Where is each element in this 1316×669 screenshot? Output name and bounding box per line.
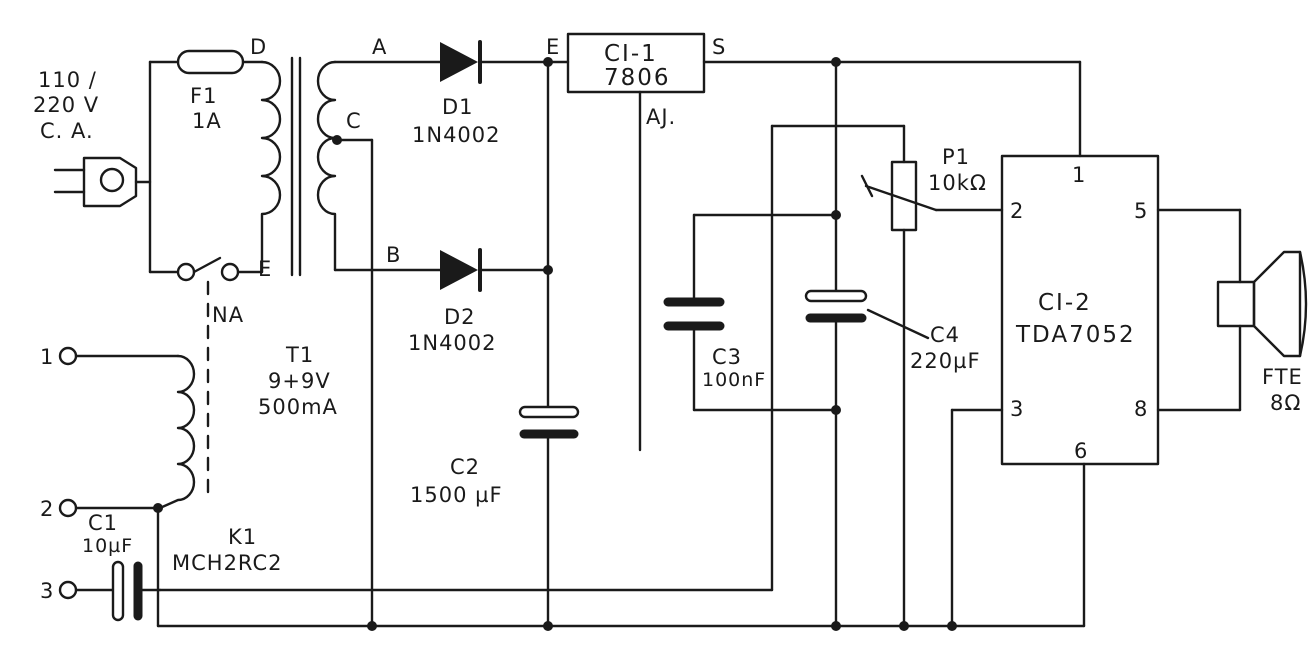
p1-ref-label: P1 [942, 145, 970, 169]
c1-positive-plate [111, 560, 125, 622]
diode-d2-symbol [440, 250, 478, 290]
diode-d1-symbol [440, 42, 478, 82]
junction-c3-top [831, 210, 841, 220]
junction-d2 [543, 265, 553, 275]
terminal-3-label: 3 [40, 579, 54, 603]
c1-ref-label: C1 [88, 511, 118, 535]
switch-contact-right [220, 262, 240, 282]
node-d-label: D [250, 35, 267, 59]
speaker-value-label: 8Ω [1270, 391, 1301, 415]
fuse-symbol [176, 49, 245, 75]
c2-value-label: 1500 µF [410, 483, 503, 507]
speaker-icon [1216, 250, 1308, 358]
junction-gnd-4 [899, 621, 909, 631]
transformer-current-label: 500mA [258, 395, 338, 419]
ci2-pin6-label: 6 [1074, 439, 1088, 463]
node-c-label: C [346, 109, 362, 133]
relay-k1-coil [158, 354, 196, 510]
transformer-ref-label: T1 [285, 343, 314, 367]
d2-ref-label: D2 [444, 305, 476, 329]
input-terminal-3 [58, 580, 78, 600]
node-e-left-label: E [258, 257, 272, 281]
junction-gnd-2 [543, 621, 553, 631]
mains-plug [53, 156, 152, 208]
potentiometer-p1-arrow-tick [860, 174, 874, 198]
ci2-part-label: TDA7052 [1015, 322, 1136, 348]
d1-ref-label: D1 [442, 95, 474, 119]
amplifier-ci2-box [1000, 154, 1160, 466]
junction-gnd-5 [947, 621, 957, 631]
ci2-pin2-label: 2 [1010, 199, 1024, 223]
ci1-part-label: 7806 [604, 65, 671, 91]
transformer-secondary-coil [316, 60, 337, 272]
switch-blade [192, 256, 222, 274]
input-terminal-2 [58, 498, 78, 518]
c4-ref-label: C4 [930, 323, 960, 347]
node-aj-label: AJ. [646, 105, 676, 129]
c3-ref-label: C3 [712, 345, 742, 369]
c1-value-label: 10µF [82, 535, 133, 557]
terminal-2-label: 2 [40, 497, 54, 521]
junction-gnd-3 [831, 621, 841, 631]
terminal-1-label: 1 [40, 345, 54, 369]
ci2-ref-label: CI-2 [1038, 290, 1092, 316]
d1-part-label: 1N4002 [412, 123, 501, 147]
c2-positive-plate [518, 405, 580, 419]
junction-gnd-1 [367, 621, 377, 631]
d2-part-label: 1N4002 [408, 331, 497, 355]
c4-value-label: 220µF [910, 349, 981, 373]
relay-part-label: MCH2RC2 [172, 551, 283, 575]
node-b-label: B [386, 243, 401, 267]
ci2-pin3-label: 3 [1010, 397, 1024, 421]
c2-ref-label: C2 [450, 455, 480, 479]
fuse-value-label: 1A [192, 109, 222, 133]
ci2-pin1-label: 1 [1072, 163, 1086, 187]
speaker-ref-label: FTE [1262, 365, 1303, 389]
junction-center-tap [332, 135, 342, 145]
junction-e [543, 57, 553, 67]
node-a-label: A [372, 35, 387, 59]
p1-value-label: 10kΩ [928, 171, 987, 195]
ci2-pin8-label: 8 [1134, 397, 1148, 421]
node-s-label: S [712, 35, 726, 59]
mains-label-line2: 220 V [33, 93, 99, 117]
potentiometer-p1-arrow [864, 184, 938, 212]
relay-ref-label: K1 [228, 525, 257, 549]
input-terminal-1 [58, 346, 78, 366]
ci2-pin5-label: 5 [1134, 199, 1148, 223]
switch-label: NA [212, 303, 244, 327]
transformer-voltage-label: 9+9V [268, 369, 331, 393]
mains-label-line3: C. A. [40, 119, 94, 143]
transformer-primary-coil [260, 60, 282, 274]
fuse-ref-label: F1 [190, 84, 217, 108]
switch-contact-left [176, 262, 196, 282]
c3-value-label: 100nF [702, 369, 766, 391]
c4-positive-plate [804, 289, 868, 303]
node-e-reg-label: E [546, 35, 560, 59]
mains-label-line1: 110 / [38, 68, 97, 92]
ci1-ref-label: CI-1 [604, 41, 658, 67]
c4-leader-line [866, 308, 930, 340]
